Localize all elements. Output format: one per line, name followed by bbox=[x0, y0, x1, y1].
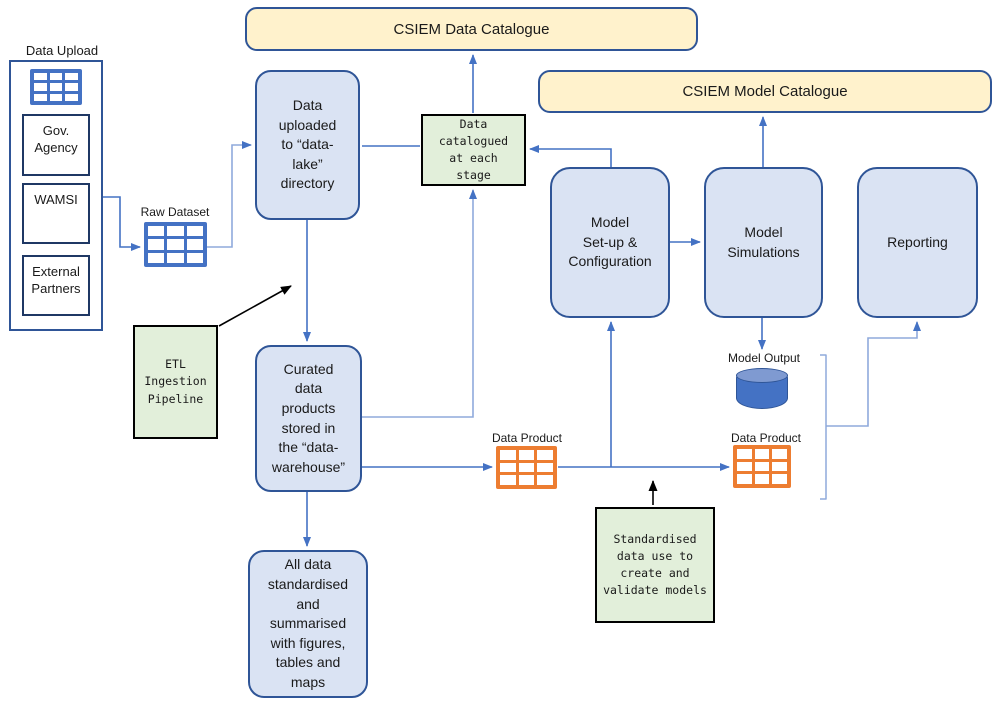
connector-model-setup-to-catalogued bbox=[529, 145, 612, 167]
raw-dataset-label: Raw Dataset bbox=[140, 205, 210, 219]
source-gov-agency: Gov. Agency bbox=[22, 114, 90, 176]
model-output-label: Model Output bbox=[727, 351, 801, 365]
connector-etl-annotation bbox=[218, 285, 292, 327]
data-catalogued-box: Data catalogued at each stage bbox=[421, 114, 526, 186]
reporting-box: Reporting bbox=[857, 167, 978, 318]
grouping-bracket bbox=[820, 354, 827, 500]
csiem-model-catalogue: CSIEM Model Catalogue bbox=[538, 70, 992, 113]
etl-ingestion-box: ETL Ingestion Pipeline bbox=[133, 325, 218, 439]
data-product-right-label: Data Product bbox=[730, 431, 802, 445]
model-output-cylinder-icon bbox=[736, 368, 788, 383]
connector-outputs-to-reporting bbox=[826, 321, 921, 427]
raw-dataset-table-icon bbox=[144, 222, 207, 267]
data-product-left-label: Data Product bbox=[491, 431, 563, 445]
alldata-box: All data standardised and summarised wit… bbox=[248, 550, 368, 698]
data-product-right-table-icon bbox=[733, 445, 791, 488]
model-setup-box: Model Set-up & Configuration bbox=[550, 167, 670, 318]
upload-table-icon bbox=[30, 69, 82, 105]
standardised-box: Standardised data use to create and vali… bbox=[595, 507, 715, 623]
data-product-left-table-icon bbox=[496, 446, 557, 489]
connector-curated-to-catalogued bbox=[362, 189, 477, 418]
source-external-partners: External Partners bbox=[22, 255, 90, 316]
curated-box: Curated data products stored in the “dat… bbox=[255, 345, 362, 492]
source-wamsi: WAMSI bbox=[22, 183, 90, 244]
connector-raw-dataset-to-datalake bbox=[207, 141, 252, 248]
datalake-box: Data uploaded to “data- lake” directory bbox=[255, 70, 360, 220]
csiem-data-catalogue: CSIEM Data Catalogue bbox=[245, 7, 698, 51]
model-simulations-box: Model Simulations bbox=[704, 167, 823, 318]
data-upload-title: Data Upload bbox=[25, 43, 99, 58]
